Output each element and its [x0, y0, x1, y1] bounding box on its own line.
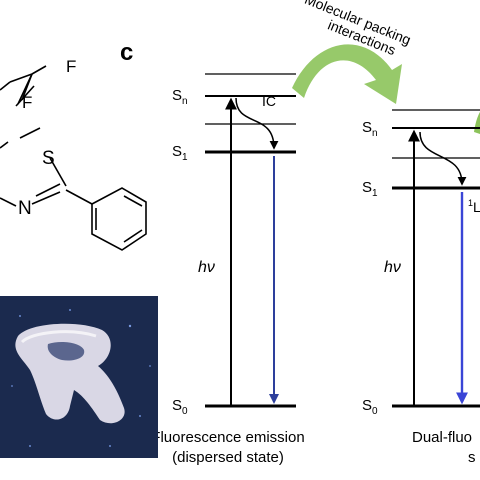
packing-arrow-icon	[292, 44, 402, 104]
ic-label: IC	[262, 93, 276, 109]
packing-arrow-right-icon	[474, 112, 480, 134]
bond-line	[123, 229, 143, 243]
level-label-s1: S1	[172, 143, 188, 163]
bond-line	[15, 85, 35, 107]
caption-right-line2: s	[468, 449, 476, 466]
bond-line	[49, 157, 67, 187]
phenyl-ring	[91, 187, 147, 251]
bond-line	[31, 65, 47, 75]
ic-curved-arrow-icon	[419, 131, 467, 186]
atom-label-n: N	[18, 198, 32, 219]
state-label: 1L	[468, 198, 480, 215]
caption-left-line2: (dispersed state)	[172, 449, 284, 466]
excitation-label: hν	[384, 259, 401, 276]
jablonski-right	[392, 109, 480, 408]
bond-line	[31, 191, 61, 205]
caption-right-line1: Dual-fluo	[412, 429, 472, 446]
atom-label-s: S	[42, 148, 55, 169]
photo-image	[0, 296, 158, 458]
level-label-s1: S1	[362, 179, 378, 199]
level-label-s0: S0	[362, 397, 378, 417]
excitation-label: hν	[198, 259, 215, 276]
caption-left-line1: Fluorescence emission	[151, 429, 304, 446]
luminescence-photo	[0, 296, 158, 458]
ic-curved-arrow-icon	[235, 97, 279, 150]
bond-line	[19, 127, 41, 139]
molecule-structure	[0, 65, 147, 251]
bond-line	[65, 189, 93, 205]
bond-line	[0, 197, 17, 207]
level-label-sn: Sn	[172, 87, 188, 107]
atom-label-f1: F	[66, 57, 76, 76]
bond-line	[21, 73, 33, 101]
atom-label-f2: F	[22, 93, 32, 112]
jablonski-left	[205, 73, 296, 408]
level-label-sn: Sn	[362, 119, 378, 139]
level-label-s0: S0	[172, 397, 188, 417]
bond-line	[0, 141, 9, 149]
bond-line	[9, 73, 33, 83]
bond-line	[35, 183, 61, 197]
bond-line	[123, 195, 143, 207]
panel-label-c: c	[120, 39, 133, 66]
bond-line	[0, 81, 11, 91]
